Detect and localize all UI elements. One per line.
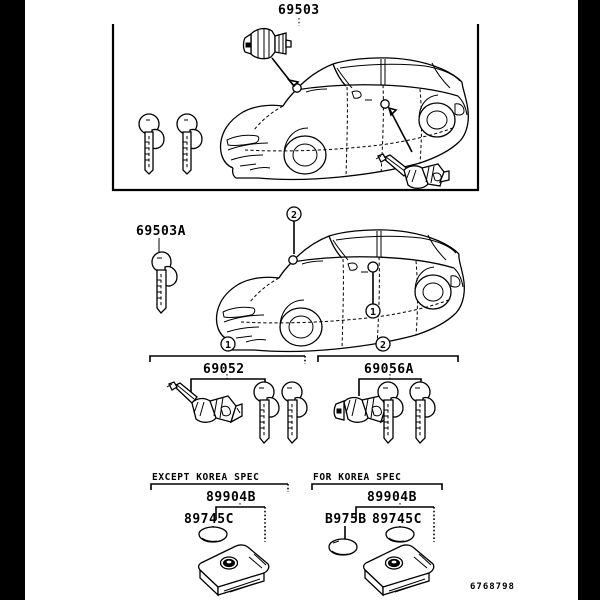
fob-emblem-left	[219, 556, 239, 570]
group2-callout-number: 2	[380, 340, 386, 351]
label-69052: 69052	[203, 362, 245, 377]
label-89904b-left: 89904B	[206, 490, 256, 505]
bracket-89904b-right	[355, 503, 435, 542]
label-69503a: 69503A	[136, 224, 186, 239]
car-illustration-mid	[215, 229, 465, 353]
bracket-except-korea	[150, 483, 289, 492]
bracket-89904b-left	[215, 503, 266, 542]
label-89904b-right: 89904B	[367, 490, 417, 505]
callout-2-mid: 2	[286, 206, 302, 254]
left-black-margin	[0, 0, 25, 600]
bracket-for-korea	[311, 483, 443, 490]
sheet-code: 6768798	[470, 582, 515, 592]
label-except-korea-spec: EXCEPT KOREA SPEC	[152, 472, 260, 483]
ignition-lock-cylinder-part	[242, 27, 292, 60]
part-69056a-key-2	[409, 381, 436, 444]
label-69056a: 69056A	[364, 362, 414, 377]
label-89745c-right: 89745C	[372, 512, 422, 527]
label-89745c-left: 89745C	[184, 512, 234, 527]
door-cylinder-location	[380, 99, 390, 109]
battery-b975b	[328, 538, 358, 556]
key-left	[138, 113, 165, 175]
callout-2-number: 2	[291, 210, 297, 221]
part-69056a-key-1	[377, 381, 404, 444]
group1-bracket: 1	[149, 336, 306, 364]
key-right	[176, 113, 203, 175]
callout-1-mid: 1	[365, 272, 381, 319]
leader-door-cyl	[387, 106, 413, 153]
right-black-margin	[578, 0, 600, 600]
label-for-korea-spec: FOR KOREA SPEC	[313, 472, 402, 483]
callout2-target	[288, 255, 298, 265]
transmitter-left	[197, 526, 270, 597]
callout1-target	[367, 261, 379, 273]
key-69503a	[151, 238, 178, 314]
top-box-frame	[111, 24, 480, 192]
key-pair-top-box	[138, 113, 203, 175]
callout-1-number: 1	[370, 307, 376, 318]
group2-bracket: 2	[317, 336, 459, 362]
group1-callout-number: 1	[225, 340, 231, 351]
part-69052-key-1	[253, 381, 280, 444]
part-69052-cylinder	[166, 381, 243, 424]
door-lock-cylinder-part	[375, 153, 450, 189]
part-69052-key-2	[281, 381, 308, 444]
transmitter-right	[362, 526, 435, 597]
car-illustration-top	[219, 57, 469, 181]
leader-ignition	[271, 57, 300, 88]
fob-emblem-right	[384, 556, 404, 570]
label-69503: 69503	[278, 3, 320, 18]
